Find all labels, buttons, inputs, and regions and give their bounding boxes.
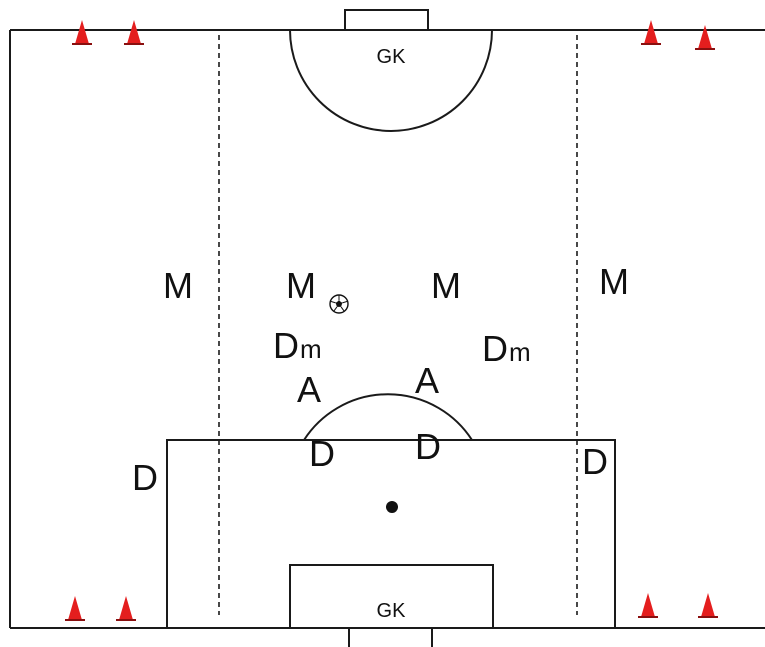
midfielder-left-wide: M	[163, 265, 193, 306]
defender-right-center: D	[415, 426, 441, 467]
goal-area	[289, 564, 494, 629]
penalty-spot	[386, 501, 398, 513]
cone-icon	[72, 20, 92, 45]
defensive-mid-right: Dm	[482, 328, 531, 369]
penalty-arc	[303, 393, 473, 441]
midfielder-right-wide: M	[599, 261, 629, 302]
top-goal	[344, 9, 429, 31]
cone-icon	[116, 596, 136, 621]
midfielder-left-center: M	[286, 265, 316, 306]
midfielder-right-center: M	[431, 265, 461, 306]
attacker-right: A	[415, 360, 439, 401]
cone-icon	[695, 25, 715, 50]
cone-icon	[641, 20, 661, 45]
top-goalkeeper-label: GK	[377, 46, 407, 68]
bottom-goal	[348, 628, 433, 647]
cone-icon	[638, 593, 658, 618]
ball-icon	[329, 294, 349, 314]
cone-icon	[698, 593, 718, 618]
defender-left-center: D	[309, 433, 335, 474]
cone-group	[65, 20, 718, 621]
attacker-left: A	[297, 369, 321, 410]
defender-left-wide: D	[132, 457, 158, 498]
top-goal-arc	[289, 29, 493, 132]
bottom-goalkeeper-label: GK	[377, 600, 407, 622]
cone-icon	[124, 20, 144, 45]
defender-right-wide: D	[582, 441, 608, 482]
defensive-mid-left: Dm	[273, 325, 322, 366]
cone-icon	[65, 596, 85, 621]
